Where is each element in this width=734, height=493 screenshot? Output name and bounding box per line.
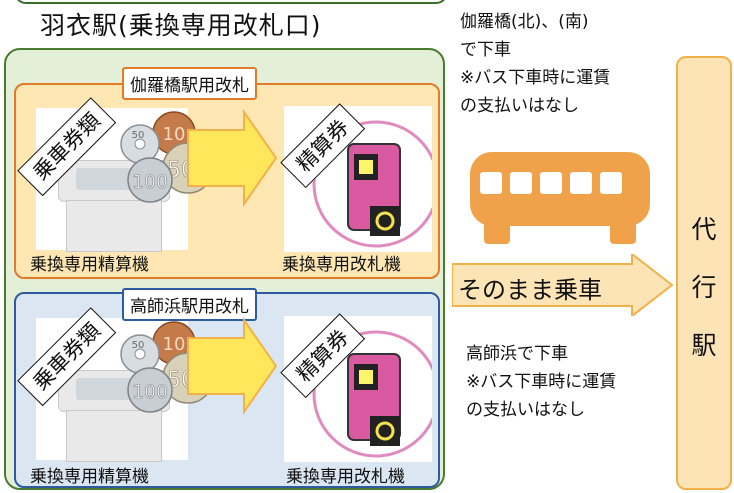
bus-icon — [470, 152, 650, 244]
note-line: の支払いはなし — [460, 96, 579, 116]
coin-50-label: 50 — [132, 340, 145, 351]
stay-on-arrow-icon — [452, 254, 674, 316]
fare-machine-caption: 乗換専用精算機 — [30, 467, 149, 487]
note-line: で下車 — [460, 40, 511, 60]
ticket-gate-caption: 乗換専用改札機 — [286, 467, 405, 487]
coin-50-icon: 50 — [120, 334, 160, 374]
ticket-gate-caption: 乗換専用改札機 — [282, 255, 401, 275]
coin-10-label: 10 — [163, 124, 186, 145]
note-line: 伽羅橋(北)、(南) — [460, 12, 589, 32]
coin-50-icon: 50 — [120, 124, 160, 164]
daiko-char-3: 駅 — [691, 331, 717, 360]
note-line: ※バス下車時に運賃 — [460, 68, 611, 88]
note-karahashi: 伽羅橋(北)、(南) で下車 ※バス下車時に運賃 の支払いはなし — [460, 8, 610, 120]
arrow-right-icon — [187, 108, 278, 208]
substitute-station-box — [676, 56, 732, 490]
page-title: 羽衣駅(乗換専用改札口) — [40, 11, 322, 40]
note-line: 高師浜で下車 — [466, 344, 568, 364]
daiko-char-1: 代 — [691, 215, 717, 244]
note-line: ※バス下車時に運賃 — [466, 372, 617, 392]
coin-100-label: 100 — [132, 381, 168, 403]
coin-100-icon: 100 — [127, 367, 173, 413]
stay-on-label: そのまま乗車 — [458, 276, 602, 304]
note-line: の支払いはなし — [466, 400, 585, 420]
note-takashinohama: 高師浜で下車 ※バス下車時に運賃 の支払いはなし — [466, 340, 616, 424]
coin-100-icon: 100 — [127, 157, 173, 203]
coin-10-label: 10 — [163, 334, 186, 355]
daiko-char-2: 行 — [691, 273, 717, 302]
takashinohama-gate-label: 高師浜駅用改札 — [122, 288, 257, 321]
coin-50-label: 50 — [132, 130, 145, 141]
arrow-right-icon — [187, 316, 278, 416]
coin-100-label: 100 — [132, 171, 168, 193]
ticket-gate-image — [284, 316, 432, 462]
karahashi-gate-label: 伽羅橋駅用改札 — [122, 67, 257, 100]
title-frame — [14, 0, 448, 4]
fare-machine-caption: 乗換専用精算機 — [30, 255, 149, 275]
